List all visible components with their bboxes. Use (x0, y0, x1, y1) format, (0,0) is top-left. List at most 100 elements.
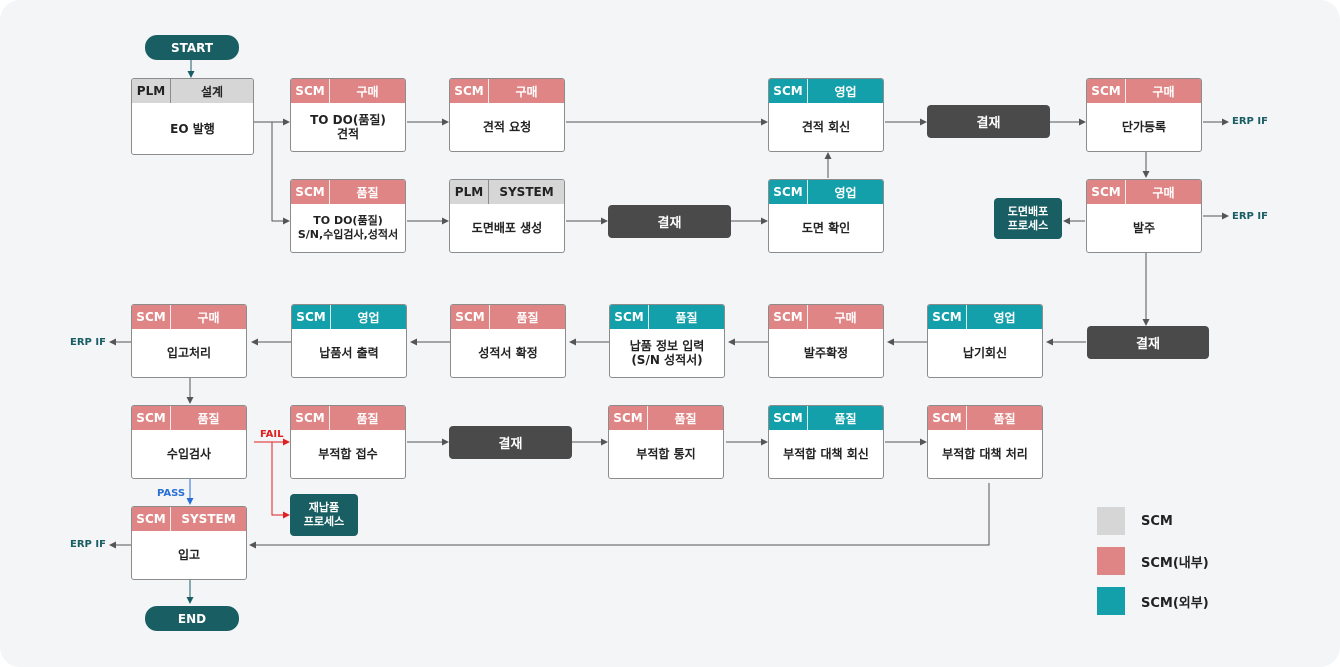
node-label: 입고처리 (166, 346, 212, 360)
node-dept: 품질 (993, 411, 1016, 426)
legend-swatch (1097, 547, 1125, 575)
pass-label: PASS (157, 488, 186, 499)
node-dept: 품질 (197, 411, 220, 426)
start-terminal: START (145, 35, 239, 60)
erp-if-label: ERP IF (70, 337, 106, 348)
erp-if-label: ERP IF (1232, 116, 1268, 127)
node-dept: 품질 (356, 411, 379, 426)
node-dept: 영업 (834, 185, 857, 200)
node-system: PLM (450, 180, 489, 204)
node-system: SCM (132, 305, 171, 329)
node-dept: 구매 (197, 310, 220, 325)
node-system: SCM (769, 406, 808, 430)
node-nonconformance-reply: SCM 품질 부적합 대책 회신 (768, 405, 884, 479)
erp-if-label: ERP IF (70, 539, 106, 550)
node-system: SCM (1087, 79, 1126, 103)
node-nonconformance-receipt: SCM 품질 부적합 접수 (290, 405, 406, 479)
node-dept: 구매 (515, 84, 538, 99)
node-label: 발주확정 (803, 346, 849, 360)
node-dept: 구매 (1152, 185, 1175, 200)
node-dept: 품질 (675, 310, 698, 325)
legend-swatch (1097, 587, 1125, 615)
node-system: SCM (451, 305, 490, 329)
approval-step-2: 결재 (608, 205, 731, 238)
node-incoming-inspection: SCM 품질 수입검사 (131, 405, 247, 479)
node-todo-quality: SCM 품질 TO DO(품질) S/N,수입검사,성적서 (290, 179, 406, 253)
node-dept: 영업 (834, 84, 857, 99)
legend-label: SCM(외부) (1141, 595, 1209, 611)
node-label: 납품서 출력 (319, 346, 379, 360)
node-system: SCM (132, 507, 171, 531)
fail-label: FAIL (260, 429, 284, 440)
node-system: PLM (132, 79, 171, 103)
legend-label: SCM (1141, 513, 1173, 529)
node-system: SCM (291, 180, 330, 204)
node-label: 단가등록 (1121, 120, 1167, 134)
node-label: 부적합 접수 (318, 447, 378, 461)
node-system: SCM (769, 79, 808, 103)
node-todo-quote: SCM 구매 TO DO(품질) 견적 (290, 78, 406, 152)
node-dept: 구매 (834, 310, 857, 325)
node-dept: 품질 (516, 310, 539, 325)
node-dept: 설계 (200, 84, 224, 99)
node-label: 견적 회신 (801, 120, 851, 134)
legend-swatch (1097, 507, 1125, 535)
node-label: 수입검사 (166, 447, 212, 461)
node-stock-in: SCM SYSTEM 입고 (131, 506, 247, 580)
drawing-distribution-process: 도면배포 프로세스 (994, 198, 1062, 239)
node-dept: 품질 (674, 411, 697, 426)
end-terminal: END (145, 606, 239, 631)
node-system: SCM (609, 406, 648, 430)
approval-step-4: 결재 (449, 426, 572, 459)
node-label: 부적합 대책 처리 (942, 447, 1028, 461)
node-system: SCM (291, 79, 330, 103)
legend-label: SCM(내부) (1141, 555, 1209, 571)
redelivery-process: 재납품 프로세스 (290, 494, 358, 536)
node-system: SCM (291, 406, 330, 430)
node-nonconformance-notice: SCM 품질 부적합 통지 (608, 405, 724, 479)
node-dept: 품질 (356, 185, 379, 200)
node-system: SCM (132, 406, 171, 430)
erp-if-label: ERP IF (1232, 211, 1268, 222)
node-system: SCM (450, 79, 489, 103)
node-label: 견적 요청 (482, 120, 532, 134)
node-delivery-date-reply: SCM 영업 납기회신 (927, 304, 1043, 378)
node-label: 도면배포 생성 (471, 221, 543, 235)
node-quote-request: SCM 구매 견적 요청 (449, 78, 565, 152)
node-eo-issue: PLM 설계 EO 발행 (131, 78, 254, 155)
node-dept: 품질 (834, 411, 857, 426)
node-quote-reply: SCM 영업 견적 회신 (768, 78, 884, 152)
node-dept: 영업 (993, 310, 1016, 325)
node-delivery-note-print: SCM 영업 납품서 출력 (291, 304, 407, 378)
node-system: SCM (292, 305, 331, 329)
node-order-confirm: SCM 구매 발주확정 (768, 304, 884, 378)
node-label: 부적합 통지 (636, 447, 696, 461)
node-drawing-generate: PLM SYSTEM 도면배포 생성 (449, 179, 565, 253)
node-label: 부적합 대책 회신 (783, 447, 869, 461)
node-label: TO DO(품질) 견적 (310, 113, 386, 141)
node-dept: 구매 (356, 84, 379, 99)
node-label: 납품 정보 입력 (S/N 성적서) (629, 339, 705, 367)
legend-scm: SCM (1097, 507, 1173, 535)
node-label: TO DO(품질) S/N,수입검사,성적서 (297, 214, 399, 241)
legend-scm-external: SCM(외부) (1097, 587, 1209, 615)
node-label: 납기회신 (962, 346, 1008, 360)
node-system: SCM (769, 180, 808, 204)
node-dept: 영업 (357, 310, 380, 325)
node-label: 발주 (1132, 221, 1156, 235)
node-dept: SYSTEM (181, 512, 236, 526)
node-system: SCM (928, 305, 967, 329)
node-system: SCM (928, 406, 967, 430)
approval-step-3: 결재 (1087, 326, 1209, 359)
node-label: 성적서 확정 (478, 346, 538, 360)
node-label: 입고 (177, 548, 201, 562)
node-receiving: SCM 구매 입고처리 (131, 304, 247, 378)
node-certificate-confirm: SCM 품질 성적서 확정 (450, 304, 566, 378)
node-dept: SYSTEM (499, 185, 554, 199)
node-label: EO 발행 (170, 121, 215, 136)
node-label: 도면 확인 (801, 221, 851, 235)
node-system: SCM (769, 305, 808, 329)
legend-scm-internal: SCM(내부) (1097, 547, 1209, 575)
